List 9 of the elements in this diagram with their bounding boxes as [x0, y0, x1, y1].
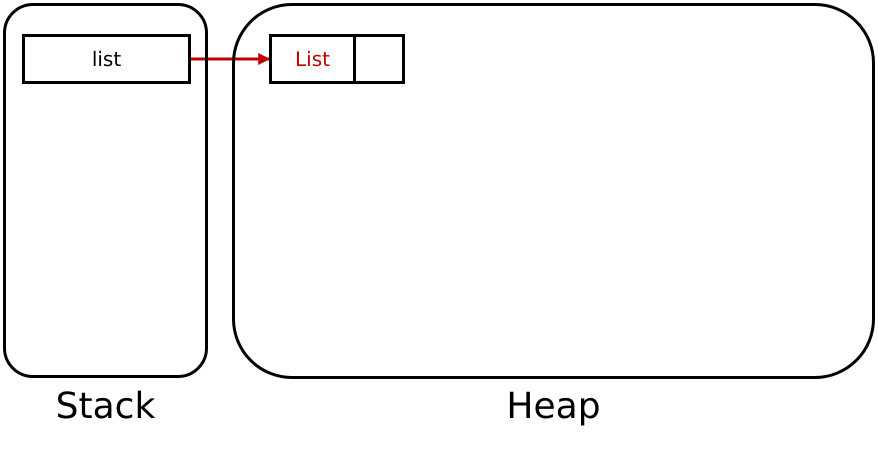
heap-panel	[232, 3, 875, 379]
object-box	[269, 34, 356, 84]
variable-box	[22, 34, 191, 84]
box-label: list	[90, 47, 122, 71]
memory-area-label: Heap	[505, 386, 602, 427]
box-label: List	[294, 47, 331, 71]
memory-area-label: Stack	[54, 386, 156, 427]
arrow	[191, 53, 270, 65]
stack-panel	[3, 3, 208, 378]
